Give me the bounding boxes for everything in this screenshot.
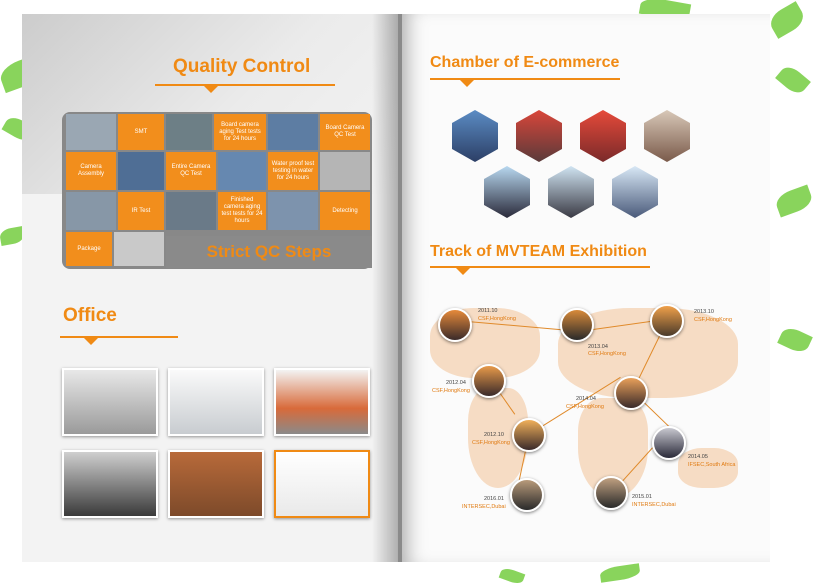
chamber-photo: [548, 166, 594, 218]
qc-photo: [268, 114, 318, 150]
qc-step-label: SMT: [118, 114, 164, 150]
qc-step-label: Entire Camera QC Test: [166, 152, 216, 190]
qc-photo: [166, 114, 212, 150]
leaf-decoration: [775, 62, 811, 98]
qc-step-label: IR Test: [118, 192, 164, 230]
heading-notch: [84, 338, 98, 345]
exhibition-photo-pin: [512, 418, 546, 452]
heading-underline: [155, 84, 335, 86]
qc-step-label: Finished camera aging test tests for 24 …: [218, 192, 266, 230]
leaf-decoration: [599, 563, 641, 583]
exhibition-name: IFSEC,South Africa: [688, 462, 736, 468]
office-title: Office: [63, 305, 117, 326]
office-photo: [274, 450, 370, 518]
office-photo: [168, 368, 264, 436]
exhibition-name: INTERSEC,Dubai: [462, 504, 506, 510]
qc-step-label: Package: [66, 232, 112, 266]
chamber-photo: [516, 110, 562, 162]
strict-qc-steps-banner: Strict QC Steps: [166, 236, 372, 268]
exhibition-date: 2012.10: [484, 432, 504, 438]
exhibition-date: 2015.01: [632, 494, 652, 500]
exhibition-date: 2016.01: [484, 496, 504, 502]
map-continent: [678, 448, 738, 488]
qc-step-label: Camera Assembly: [66, 152, 116, 190]
exhibition-name: INTERSEC,Dubai: [632, 502, 676, 508]
leaf-decoration: [777, 324, 813, 356]
heading-notch: [460, 80, 474, 87]
qc-photo: [66, 192, 116, 230]
office-photo: [62, 368, 158, 436]
qc-photo: [66, 114, 116, 150]
exhibition-photo-pin: [652, 426, 686, 460]
chamber-photo: [644, 110, 690, 162]
exhibition-photo-pin: [438, 308, 472, 342]
exhibition-photo-pin: [560, 308, 594, 342]
qc-photo: [114, 232, 164, 266]
exhibition-photo-pin: [650, 304, 684, 338]
qc-step-label: Board Camera QC Test: [320, 114, 370, 150]
office-photo: [62, 450, 158, 518]
leaf-decoration: [498, 566, 526, 586]
exhibition-photo-pin: [510, 478, 544, 512]
exhibition-date: 2014.05: [688, 454, 708, 460]
exhibition-name: CSF,HongKong: [472, 440, 510, 446]
qc-step-label: Water proof test testing in water for 24…: [268, 152, 318, 190]
exhibition-date: 2013.10: [694, 309, 714, 315]
qc-photo: [218, 152, 266, 190]
heading-notch: [204, 86, 218, 93]
exhibition-name: CSF,HongKong: [588, 351, 626, 357]
chamber-photo: [612, 166, 658, 218]
exhibition-photo-pin: [594, 476, 628, 510]
qc-step-label: Board camera aging Test tests for 24 hou…: [214, 114, 266, 150]
qc-photo: [118, 152, 164, 190]
book-spine: [398, 14, 402, 562]
chamber-title: Chamber of E-commerce: [430, 54, 620, 71]
qc-step-label: Detecting: [320, 192, 370, 230]
exhibition-photo-pin: [472, 364, 506, 398]
exhibition-date: 2014.04: [576, 396, 596, 402]
qc-photo: [268, 192, 318, 230]
heading-underline: [430, 78, 620, 80]
chamber-photo: [580, 110, 626, 162]
exhibition-name: CSF,HongKong: [694, 317, 732, 323]
leaf-decoration: [766, 1, 808, 39]
heading-underline: [430, 266, 650, 268]
exhibition-date: 2012.04: [446, 380, 466, 386]
office-photo: [274, 368, 370, 436]
exhibition-name: CSF,HongKong: [432, 388, 470, 394]
quality-control-title: Quality Control: [173, 56, 311, 77]
qc-photo: [320, 152, 370, 190]
exhibition-photo-pin: [614, 376, 648, 410]
exhibition-name: CSF,HongKong: [566, 404, 604, 410]
office-photo: [168, 450, 264, 518]
exhibition-name: CSF,HongKong: [478, 316, 516, 322]
heading-notch: [456, 268, 470, 275]
leaf-decoration: [773, 184, 815, 218]
exhibition-title: Track of MVTEAM Exhibition: [430, 243, 647, 260]
qc-photo: [166, 192, 216, 230]
exhibition-date: 2011.10: [478, 308, 498, 314]
heading-underline: [60, 336, 178, 338]
exhibition-date: 2013.04: [588, 344, 608, 350]
